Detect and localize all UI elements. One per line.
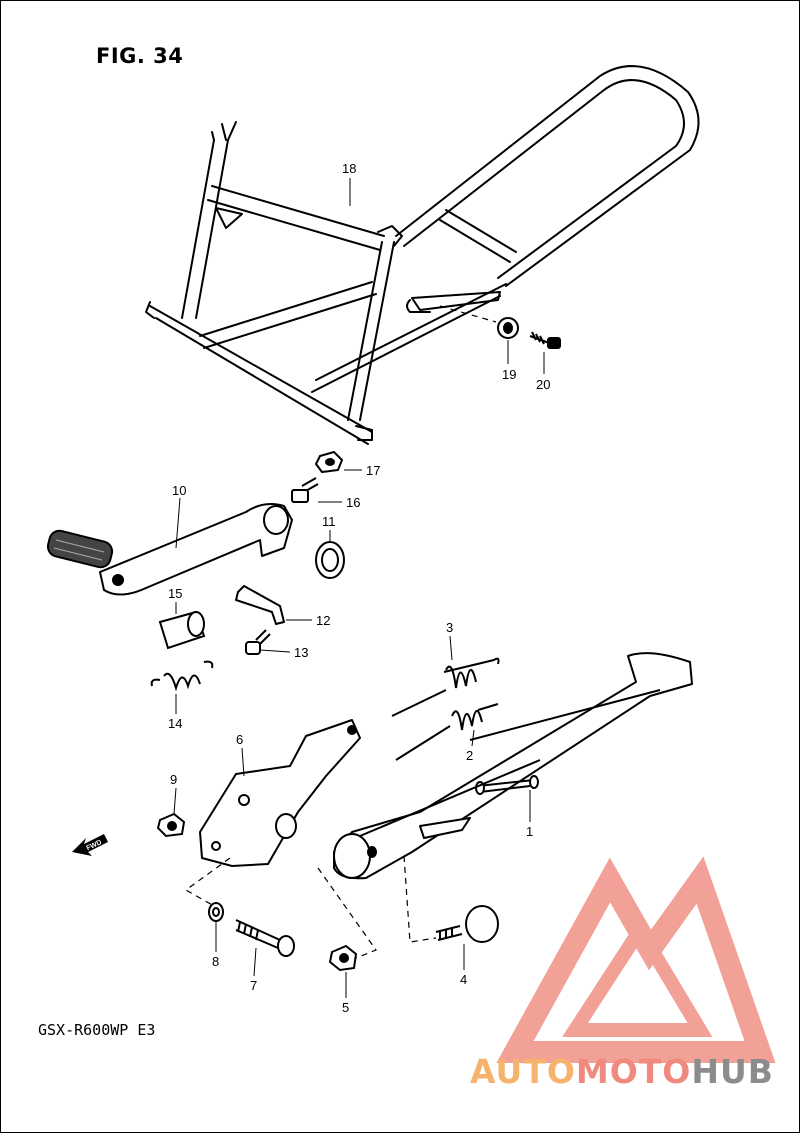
callout-8: 8	[212, 954, 219, 969]
watermark-text: AUTOMOTOHUB	[470, 1052, 774, 1091]
forward-arrow-icon: FWD	[72, 834, 108, 856]
nut-5	[328, 944, 358, 972]
callout-1: 1	[526, 824, 533, 839]
callout-labels: 18 19 20 17 16 11 10 15 12 13 14 3 2 6 9…	[168, 161, 550, 1015]
callout-20: 20	[536, 377, 550, 392]
callout-4: 4	[460, 972, 467, 987]
callout-3: 3	[446, 620, 453, 635]
nut-9	[156, 812, 186, 838]
washer-8	[208, 902, 224, 922]
callout-13: 13	[294, 645, 308, 660]
bracket-12	[235, 585, 285, 625]
callout-17: 17	[366, 463, 380, 478]
callout-18: 18	[342, 161, 356, 176]
figure-title: FIG. 34	[96, 44, 184, 68]
spring-3	[391, 657, 500, 717]
pivot-bolt-4	[435, 905, 499, 943]
callout-2: 2	[466, 748, 473, 763]
nut-17	[314, 450, 344, 474]
callout-15: 15	[168, 586, 182, 601]
fwd-label: FWD	[86, 839, 103, 852]
lever-arm-10	[46, 503, 293, 596]
mounting-bracket-6	[199, 719, 361, 867]
washer-11	[315, 541, 345, 579]
callout-7: 7	[250, 978, 257, 993]
side-stand-1	[333, 652, 693, 880]
model-code: GSX-R600WP E3	[38, 1021, 156, 1039]
bolt-20	[529, 331, 561, 349]
leader-lines	[173, 178, 545, 998]
callout-10: 10	[172, 483, 186, 498]
callout-6: 6	[236, 732, 243, 747]
collar-15	[158, 610, 206, 650]
assembly-lines	[184, 855, 437, 959]
rear-stand-frame	[145, 65, 700, 445]
callout-16: 16	[346, 495, 360, 510]
bolt-7	[235, 919, 295, 957]
callout-11: 11	[322, 514, 336, 529]
callout-12: 12	[316, 613, 330, 628]
callout-5: 5	[342, 1000, 349, 1015]
watermark-part-moto: MOTO	[575, 1052, 692, 1091]
spring-2	[395, 703, 499, 761]
bolt-16	[291, 477, 319, 503]
watermark-part-hub: HUB	[691, 1052, 774, 1091]
watermark-part-auto: AUTO	[470, 1052, 576, 1091]
spring-14	[150, 660, 214, 692]
screw-13	[245, 629, 271, 655]
callout-14: 14	[168, 716, 182, 731]
watermark-logo-icon	[496, 856, 776, 1063]
callout-19: 19	[502, 367, 516, 382]
leader-dash-19	[439, 305, 497, 323]
callout-9: 9	[170, 772, 177, 787]
bush-19	[497, 317, 519, 339]
